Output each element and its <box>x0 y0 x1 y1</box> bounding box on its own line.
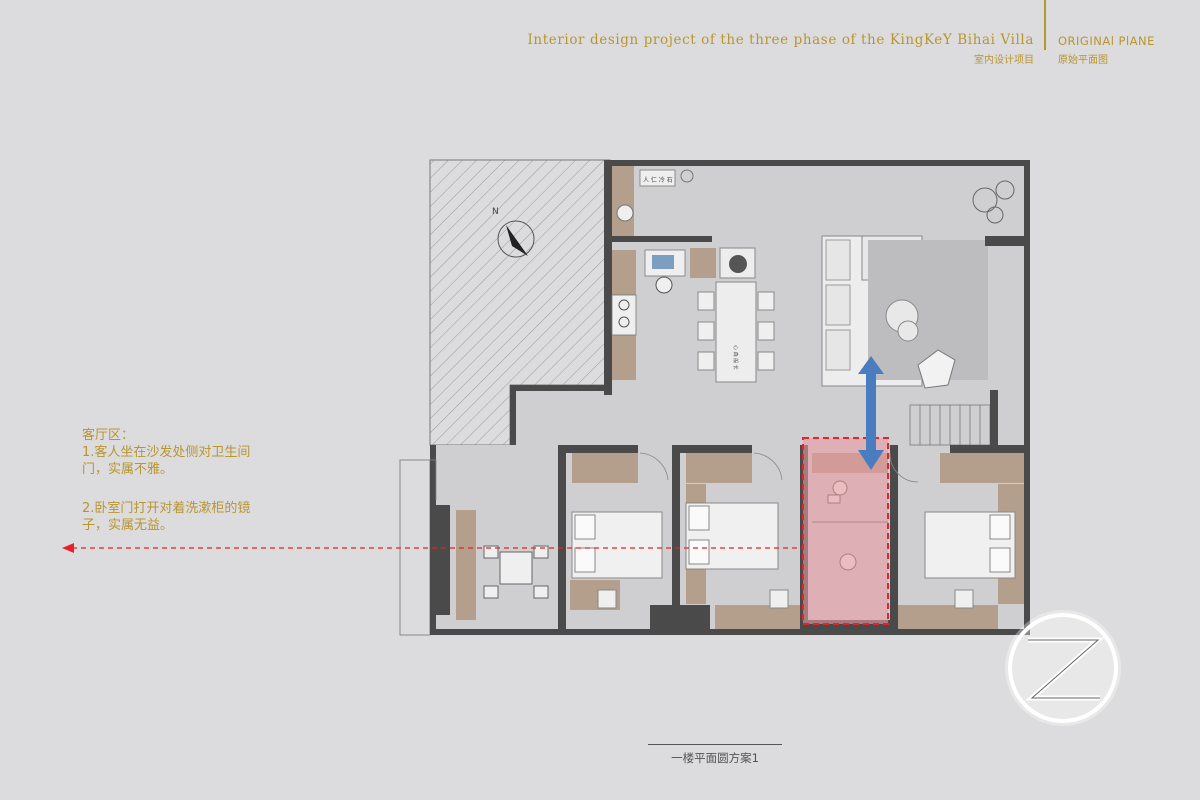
section-subtitle: 原始平面图 <box>1058 55 1108 66</box>
project-subtitle: 室内设计项目 <box>974 55 1034 66</box>
living-room-annotation: 客厅区： 1.客人坐在沙发处侧对卫生间 门，实属不雅。 2.卧室门打开对着洗漱柜… <box>82 427 312 534</box>
bedroom-2 <box>685 453 800 629</box>
header-divider <box>1044 0 1046 50</box>
caption-underline <box>648 744 782 745</box>
svg-text:N: N <box>492 207 499 217</box>
dining-table: 心 森 般 长 <box>697 247 775 383</box>
bedroom-3 <box>898 453 1024 629</box>
door-swings <box>400 452 919 500</box>
project-title: Interior design project of the three pha… <box>527 32 1034 48</box>
logo-icon <box>1005 610 1121 726</box>
bathroom-highlight <box>802 437 889 625</box>
bedroom-1 <box>570 453 663 610</box>
annotation-heading: 客厅区： <box>82 428 135 443</box>
plan-caption: 一楼平面圆方案1 <box>671 751 759 765</box>
stairs <box>909 404 991 446</box>
compass-icon: N <box>492 207 535 258</box>
annotation-point1-line2: 门，实属不雅。 <box>82 462 174 477</box>
kitchen-tag: 人 仁 冷 石 <box>643 176 673 184</box>
exterior-walls <box>430 160 1030 635</box>
section-title: ORIGINAl PlANE <box>1058 34 1155 48</box>
kitchen-area: 人 仁 冷 石 <box>611 166 716 380</box>
annotation-point2-line2: 子，实属无益。 <box>82 518 174 533</box>
balcony-plants <box>972 180 1025 246</box>
annotation-point2-line1: 2.卧室门打开对着洗漱柜的镜 <box>82 501 251 516</box>
double-arrow-icon <box>858 356 884 470</box>
table-tag: 心 森 般 长 <box>732 345 739 370</box>
sightline-arrow <box>62 543 803 553</box>
annotation-point1-line1: 1.客人坐在沙发处侧对卫生间 <box>82 445 251 460</box>
entry-dining <box>436 505 549 620</box>
living-room <box>821 235 988 389</box>
